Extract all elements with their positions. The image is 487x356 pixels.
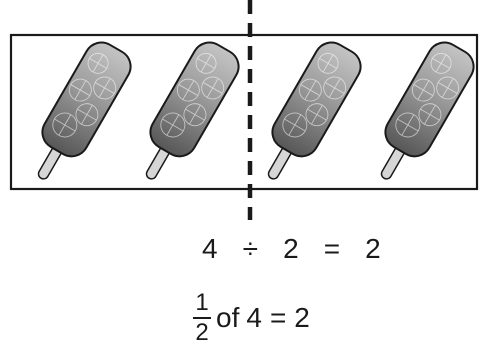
- equals-sign: =: [323, 233, 341, 264]
- equals-sign: =: [269, 302, 287, 333]
- fraction-denominator: 2: [195, 319, 209, 346]
- popsicle-icon: [127, 35, 246, 192]
- whole-number: 4: [246, 302, 262, 333]
- dividend: 4: [202, 233, 219, 264]
- division-equation: 4 ÷ 2 = 2: [202, 235, 381, 263]
- popsicle-icon: [362, 35, 481, 192]
- of-word: of: [216, 302, 240, 333]
- divide-sign: ÷: [242, 233, 259, 264]
- divisor: 2: [283, 233, 300, 264]
- result: 2: [294, 302, 310, 333]
- fraction-numerator: 1: [195, 289, 209, 316]
- popsicle-icon: [19, 35, 138, 192]
- popsicle-icon: [249, 35, 368, 192]
- fraction-bar: [193, 317, 211, 319]
- fraction-equation: 1 2 of 4 = 2: [193, 291, 310, 345]
- fraction: 1 2: [193, 291, 211, 345]
- items-frame: [9, 33, 479, 191]
- quotient: 2: [365, 233, 382, 264]
